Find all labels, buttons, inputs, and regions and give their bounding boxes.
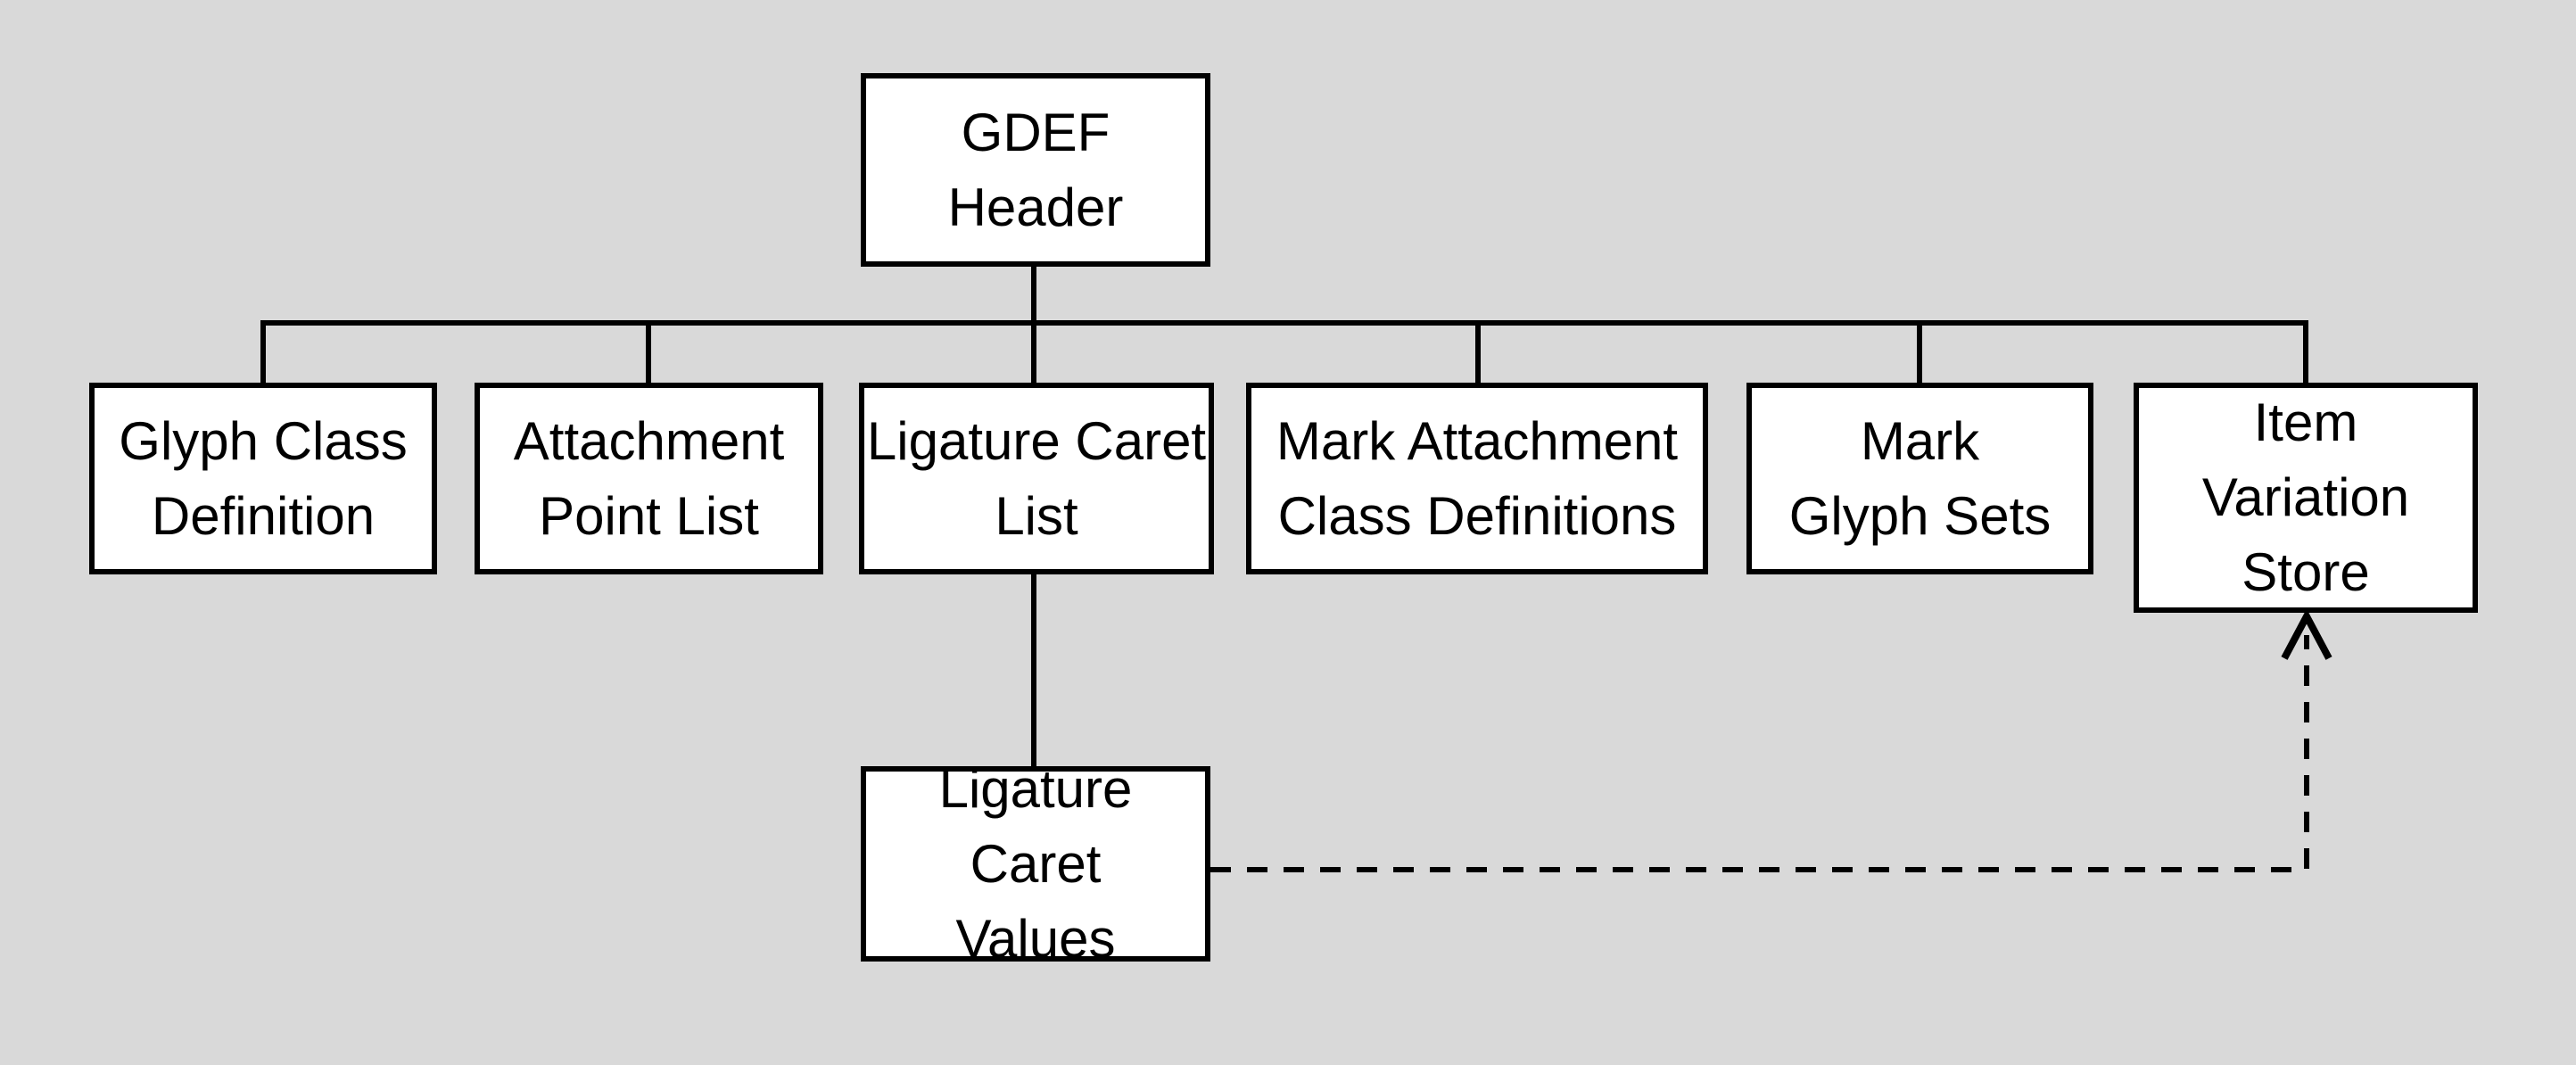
node-item-variation-store: Item Variation Store (2134, 383, 2478, 613)
node-mark-attachment-class-definitions: Mark Attachment Class Definitions (1246, 383, 1708, 574)
dashed-reference-line (1210, 635, 2309, 872)
node-gdef-header: GDEF Header (861, 73, 1210, 267)
node-ligature-caret-list: Ligature Caret List (859, 383, 1214, 574)
node-attachment-point-list: Attachment Point List (475, 383, 823, 574)
node-glyph-class-definition: Glyph Class Definition (89, 383, 437, 574)
node-ligature-caret-values: Ligature Caret Values (861, 759, 1210, 969)
open-arrowhead-up-icon (2281, 608, 2332, 660)
node-mark-glyph-sets: Mark Glyph Sets (1746, 383, 2093, 574)
